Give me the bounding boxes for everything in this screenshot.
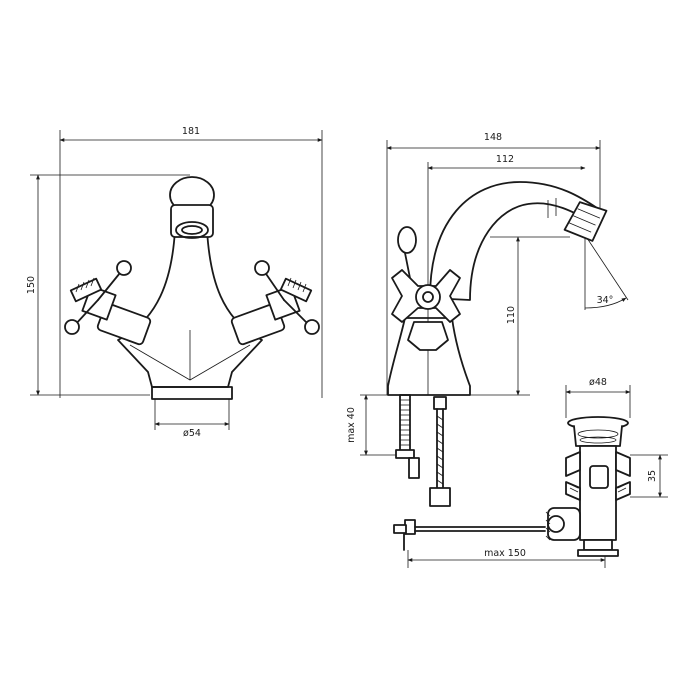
side-lever[interactable] bbox=[397, 226, 417, 279]
side-aerator bbox=[563, 201, 608, 242]
spout-angle-arc bbox=[584, 297, 627, 309]
side-view: 148 112 110 34° bbox=[346, 132, 629, 568]
overall-reach-label: 148 bbox=[484, 132, 502, 143]
width-dimension-label: 181 bbox=[182, 126, 200, 137]
height-dimension-label: 150 bbox=[26, 276, 37, 294]
waste-height-label: 35 bbox=[647, 470, 658, 482]
waste-tail bbox=[577, 549, 619, 557]
pipe-length-label: max 150 bbox=[484, 548, 526, 559]
right-cross-handle[interactable] bbox=[230, 260, 320, 346]
hose-nut bbox=[429, 487, 451, 507]
aerator bbox=[175, 221, 209, 239]
spout-reach-label: 112 bbox=[496, 154, 514, 165]
base-diameter-label: ø54 bbox=[183, 428, 201, 439]
flex-hose bbox=[436, 408, 444, 491]
waste-diameter-label: ø48 bbox=[589, 377, 607, 388]
spout-height-label: 110 bbox=[506, 306, 517, 324]
deck-thickness-label: max 40 bbox=[346, 407, 357, 443]
spout-angle-label: 34° bbox=[597, 295, 614, 306]
left-cross-handle[interactable] bbox=[64, 260, 152, 346]
faucet-base bbox=[151, 386, 233, 400]
waste-body bbox=[579, 445, 617, 541]
side-cross-handle[interactable] bbox=[391, 269, 461, 351]
front-view: 181 150 ø54 bbox=[26, 126, 323, 439]
waste-view: ø48 35 bbox=[545, 377, 668, 557]
